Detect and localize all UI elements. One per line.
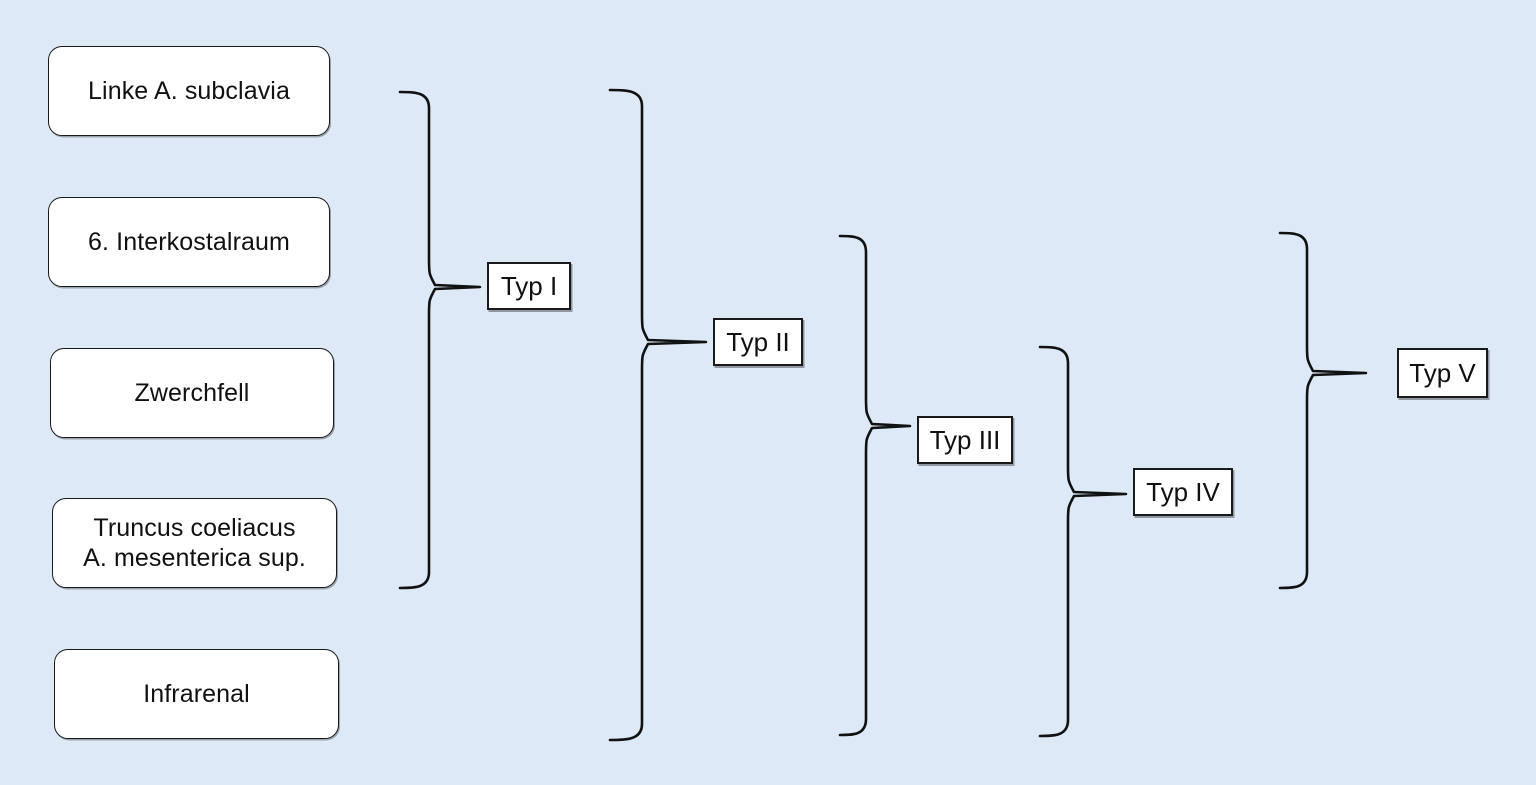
type-box-typ-4[interactable]: Typ IV bbox=[1133, 468, 1233, 516]
landmark-box-truncus-coeliacus[interactable]: Truncus coeliacus A. mesenterica sup. bbox=[52, 498, 337, 588]
brace-typ-4 bbox=[1038, 345, 1128, 738]
landmark-box-6-interkostalraum[interactable]: 6. Interkostalraum bbox=[48, 197, 330, 287]
landmark-label: Zwerchfell bbox=[134, 378, 250, 407]
type-label: Typ IV bbox=[1146, 477, 1220, 507]
type-label: Typ II bbox=[726, 327, 790, 357]
type-label: Typ V bbox=[1409, 358, 1476, 388]
landmark-label: 6. Interkostalraum bbox=[88, 227, 290, 256]
type-box-typ-5[interactable]: Typ V bbox=[1397, 348, 1488, 398]
type-box-typ-1[interactable]: Typ I bbox=[487, 262, 571, 310]
type-label: Typ III bbox=[929, 425, 1001, 455]
brace-typ-5 bbox=[1278, 231, 1368, 590]
brace-group bbox=[398, 88, 1368, 742]
type-box-typ-2[interactable]: Typ II bbox=[713, 318, 803, 366]
landmark-box-infrarenal[interactable]: Infrarenal bbox=[54, 649, 339, 739]
brace-typ-2 bbox=[608, 88, 708, 742]
landmark-label: Linke A. subclavia bbox=[88, 76, 290, 105]
landmark-box-linke-a-subclavia[interactable]: Linke A. subclavia bbox=[48, 46, 330, 136]
brace-typ-3 bbox=[838, 234, 912, 737]
landmark-label: Truncus coeliacus A. mesenterica sup. bbox=[83, 513, 306, 573]
landmark-box-zwerchfell[interactable]: Zwerchfell bbox=[50, 348, 334, 438]
type-label: Typ I bbox=[500, 271, 558, 301]
type-box-typ-3[interactable]: Typ III bbox=[917, 416, 1013, 464]
brace-typ-1 bbox=[398, 90, 482, 590]
landmark-label: Infrarenal bbox=[143, 679, 250, 708]
